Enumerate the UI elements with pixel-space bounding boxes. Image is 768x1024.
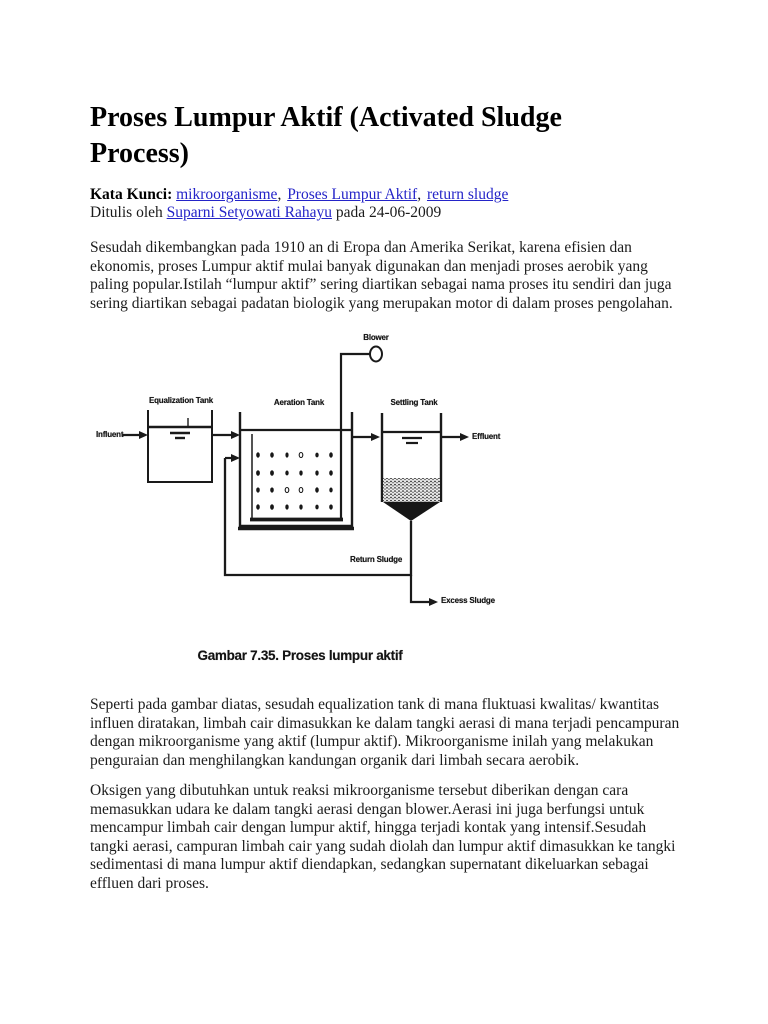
- keyword-link-mikroorganisme[interactable]: mikroorganisme: [176, 186, 278, 203]
- paragraph-intro: Sesudah dikembangkan pada 1910 an di Ero…: [90, 239, 673, 312]
- aeration-tank-label: Aeration Tank: [273, 398, 325, 407]
- blower-icon: [369, 345, 383, 363]
- eq-to-aeration-arrow: [213, 431, 240, 439]
- effluent-label: Effluent: [472, 432, 501, 441]
- influent-label: Influent: [96, 430, 124, 439]
- return-inlet-arrow: [225, 454, 240, 462]
- keywords-line: Kata Kunci: mikroorganisme, Proses Lumpu…: [90, 186, 690, 204]
- paragraph-description: Seperti pada gambar diatas, sesudah equa…: [90, 696, 680, 769]
- return-sludge-label: Return Sludge: [350, 555, 403, 564]
- effluent-arrow: [441, 433, 469, 441]
- aeration-to-settling-arrow: [352, 433, 380, 441]
- keyword-link-return-sludge[interactable]: return sludge: [426, 186, 509, 203]
- byline-prefix: Ditulis oleh: [90, 204, 163, 221]
- meta-block: Kata Kunci: mikroorganisme, Proses Lumpu…: [90, 186, 690, 222]
- separator: ,: [277, 186, 282, 203]
- aeration-bubbles: [256, 451, 333, 510]
- figure-caption: Gambar 7.35. Proses lumpur aktif: [197, 648, 403, 663]
- equalization-tank-shape: [147, 410, 213, 483]
- equalization-tank-label: Equalization Tank: [148, 396, 213, 405]
- paragraph-oxygen: Oksigen yang dibutuhkan untuk reaksi mik…: [90, 782, 676, 892]
- settling-tank-label: Settling Tank: [390, 398, 438, 407]
- author-link[interactable]: Suparni Setyowati Rahayu: [166, 204, 332, 221]
- page-title: Proses Lumpur Aktif (Activated Sludge Pr…: [90, 102, 562, 169]
- separator: ,: [417, 186, 422, 203]
- influent-arrow: [122, 431, 148, 439]
- blower-label: Blower: [363, 333, 389, 342]
- settling-tank-shape: [380, 413, 443, 521]
- byline: Ditulis oleh Suparni Setyowati Rahayu pa…: [90, 204, 690, 222]
- keyword-link-proses-lumpur-aktif[interactable]: Proses Lumpur Aktif: [287, 186, 418, 203]
- aeration-tank-shape: [238, 412, 354, 531]
- keywords-label: Kata Kunci:: [90, 186, 173, 203]
- excess-sludge-line: [409, 575, 438, 606]
- blower-pipe: [339, 352, 370, 519]
- diagram-drawing: [122, 345, 469, 606]
- byline-suffix: pada 24-06-2009: [335, 204, 442, 221]
- return-sludge-line: [223, 458, 413, 577]
- activated-sludge-diagram: Blower Equalization Tank Aeration Tank S…: [90, 330, 510, 630]
- excess-sludge-label: Excess Sludge: [441, 596, 495, 605]
